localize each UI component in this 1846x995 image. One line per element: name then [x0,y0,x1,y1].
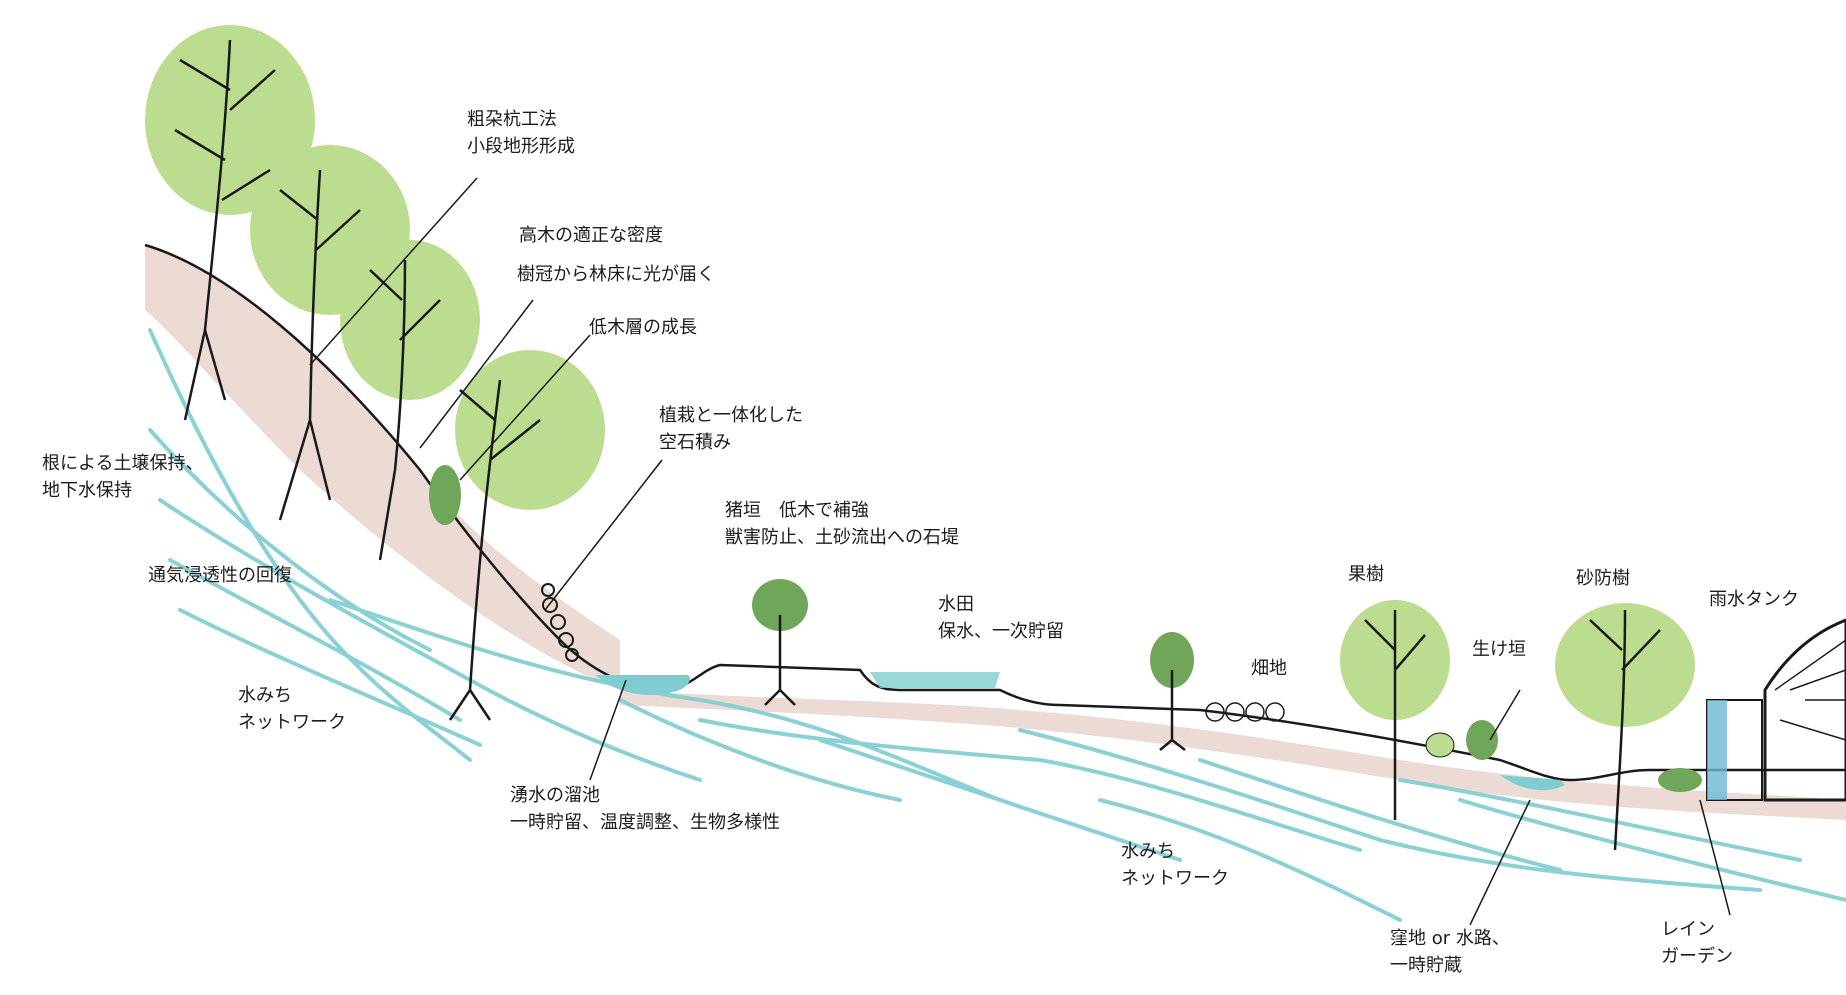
label-paddy-line2: 保水、一次貯留 [938,621,1064,642]
label-mizumichi-1: 水みち ネットワーク [238,682,346,736]
label-density: 高木の適正な密度 [519,222,663,249]
label-paddy-line1: 水田 [938,594,974,615]
label-field-line1: 畑地 [1251,658,1287,679]
label-hedge: 生け垣 [1472,636,1526,663]
label-spring-pond: 湧水の溜池 一時貯留、温度調整、生物多様性 [510,782,780,836]
label-hollow-line1: 窪地 or 水路、 [1390,928,1510,949]
ground-line [144,243,1846,782]
label-light: 樹冠から林床に光が届く [517,261,715,288]
label-raingarden: レイン ガーデン [1661,916,1733,970]
label-fruit: 果樹 [1348,561,1384,588]
label-raingarden-line1: レイン [1661,919,1715,940]
rain-tank-building [1706,618,1846,802]
label-drystone: 植栽と一体化した 空石積み [659,402,803,456]
label-raingarden-line2: ガーデン [1661,946,1733,967]
label-fruit-line1: 果樹 [1348,564,1384,585]
label-spring-line2: 一時貯留、温度調整、生物多様性 [510,812,780,833]
label-shishigaki-line2: 獣害防止、土砂流出への石堤 [725,527,959,548]
label-raintank: 雨水タンク [1709,586,1799,613]
label-sodapile-line2: 小段地形形成 [467,136,575,157]
label-aeration-line1: 通気浸透性の回復 [148,565,292,586]
label-density-line1: 高木の適正な密度 [519,225,663,246]
label-sodapile: 粗朶杭工法 小段地形形成 [467,106,575,160]
label-drystone-line2: 空石積み [659,432,731,453]
label-spring-line1: 湧水の溜池 [510,785,600,806]
label-hedge-line1: 生け垣 [1472,639,1526,660]
label-understory: 低木層の成長 [589,314,697,341]
label-roots-line2: 地下水保持 [42,480,132,501]
shishigaki-tree [752,579,808,706]
label-sabo-line1: 砂防樹 [1576,568,1630,589]
label-raintank-line1: 雨水タンク [1709,589,1799,610]
label-mizumichi-2-line1: 水みち [1121,841,1175,862]
label-roots-line1: 根による土壌保持、 [42,453,204,474]
paddy-water [870,672,1000,688]
leader-lines [309,177,1731,926]
sabo-tree [1555,603,1695,851]
label-shishigaki: 猪垣 低木で補強 獣害防止、土砂流出への石堤 [725,497,959,551]
label-aeration: 通気浸透性の回復 [148,562,292,589]
label-mizumichi-2: 水みち ネットワーク [1121,838,1229,892]
label-drystone-line1: 植栽と一体化した [659,405,803,426]
label-hollow-line2: 一時貯蔵 [1390,955,1462,976]
label-field: 畑地 [1251,655,1287,682]
label-mizumichi-2-line2: ネットワーク [1121,868,1229,889]
label-mizumichi-1-line2: ネットワーク [238,712,346,733]
slope-trees [145,25,605,721]
label-sabo: 砂防樹 [1576,565,1630,592]
label-light-line1: 樹冠から林床に光が届く [517,264,715,285]
field-tree [1150,632,1285,751]
label-paddy: 水田 保水、一次貯留 [938,591,1064,645]
stone-wall [541,583,579,662]
label-hollow: 窪地 or 水路、 一時貯蔵 [1390,925,1510,979]
hedge [1425,720,1498,760]
label-roots: 根による土壌保持、 地下水保持 [42,450,203,504]
label-sodapile-line1: 粗朶杭工法 [467,109,557,130]
water-network [148,328,1846,922]
fruit-tree [1340,600,1450,820]
rain-garden [1658,768,1702,792]
tree-trunks [174,39,541,721]
label-mizumichi-1-line1: 水みち [238,685,292,706]
label-understory-line1: 低木層の成長 [589,317,697,338]
spring-pond [595,675,690,695]
label-shishigaki-line1: 猪垣 低木で補強 [725,500,869,521]
soil-layer [145,245,620,690]
hollow-water [1500,775,1565,791]
